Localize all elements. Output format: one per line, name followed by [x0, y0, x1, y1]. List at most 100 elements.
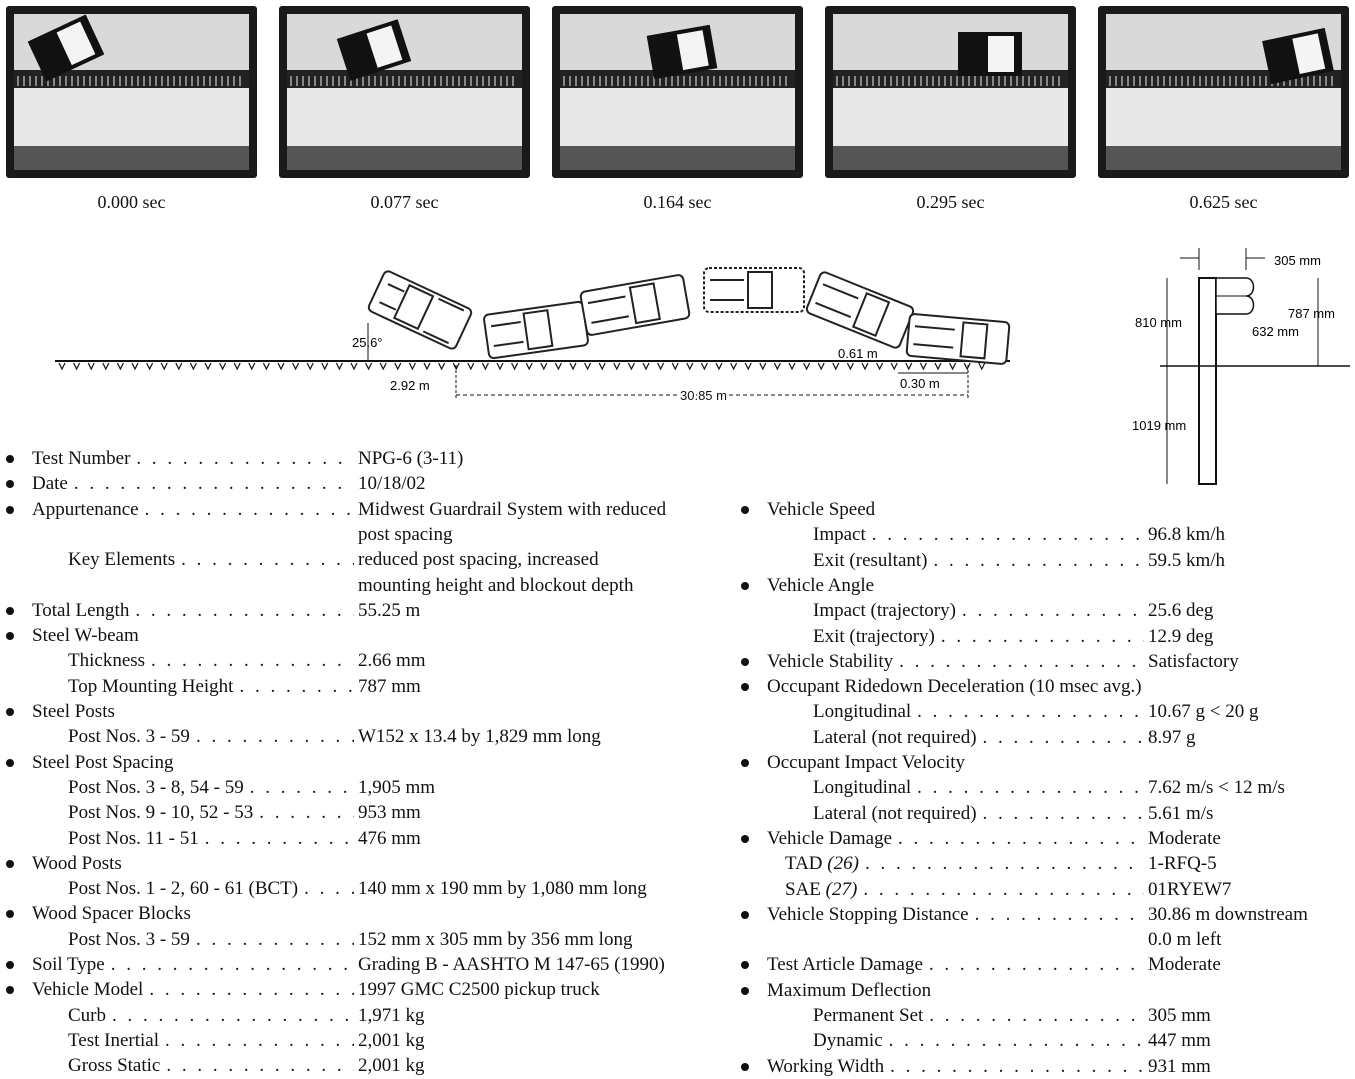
param-label: Steel Post Spacing	[32, 751, 174, 773]
result-value: Moderate	[1148, 827, 1221, 849]
result-value: 5.61 m/s	[1148, 802, 1214, 824]
result-value: 7.62 m/s < 12 m/s	[1148, 777, 1285, 799]
result-label: Longitudinal. . . . . . . . . . . . . . …	[813, 701, 1144, 723]
param-value: W152 x 13.4 by 1,829 mm long	[358, 726, 601, 748]
result-value: 1-RFQ-5	[1148, 853, 1217, 875]
result-label: TAD (26). . . . . . . . . . . . . . . . …	[785, 853, 1144, 875]
result-label: Exit (trajectory). . . . . . . . . . . .…	[813, 625, 1144, 647]
bullet	[6, 961, 14, 969]
embed-label: 1019 mm	[1132, 418, 1186, 433]
crash-frame-photo	[279, 6, 530, 178]
param-value: 55.25 m	[358, 599, 421, 621]
lateral-label: 0.61 m	[838, 346, 878, 361]
param-label: Post Nos. 11 - 51. . . . . . . . . . . .…	[68, 827, 354, 849]
param-label: Top Mounting Height. . . . . . . . . . .…	[68, 675, 354, 697]
param-value: mounting height and blockout depth	[358, 574, 634, 596]
result-label: Vehicle Angle	[767, 574, 875, 596]
bullet	[741, 683, 749, 692]
result-value: Moderate	[1148, 954, 1221, 976]
param-value: Grading B - AASHTO M 147-65 (1990)	[358, 954, 665, 975]
param-label: Appurtenance. . . . . . . . . . . . . . …	[32, 498, 354, 520]
param-label: Date. . . . . . . . . . . . . . . . . . …	[32, 473, 354, 495]
exit-offset-label: 0.30 m	[900, 376, 940, 391]
param-label: Test Number. . . . . . . . . . . . . . .…	[32, 448, 354, 469]
width-label: 305 mm	[1274, 253, 1321, 268]
param-value: NPG-6 (3-11)	[358, 448, 464, 469]
result-label: Longitudinal. . . . . . . . . . . . . . …	[813, 777, 1144, 799]
result-label: Exit (resultant). . . . . . . . . . . . …	[813, 549, 1144, 571]
frame-time-caption: 0.164 sec	[643, 192, 712, 212]
bullet	[6, 758, 14, 767]
impact-sequence-diagram: 25.6° 2.92 m 30.85 m 0.61 m 0.30 m	[55, 267, 1011, 405]
param-label: Wood Spacer Blocks	[32, 903, 191, 925]
bullet	[741, 657, 749, 666]
result-label: Test Article Damage. . . . . . . . . . .…	[767, 954, 1144, 976]
bullet	[6, 986, 14, 995]
param-label: Thickness. . . . . . . . . . . . . . . .…	[68, 650, 354, 672]
frame-time-caption: 0.000 sec	[97, 192, 166, 212]
result-value: 25.6 deg	[1148, 600, 1214, 622]
param-label: Test Inertial. . . . . . . . . . . . . .…	[68, 1029, 354, 1051]
crash-frame-photo	[552, 6, 803, 178]
result-value: 10.67 g < 20 g	[1148, 701, 1259, 723]
param-label: Post Nos. 3 - 59. . . . . . . . . . . . …	[68, 928, 354, 950]
impact-angle-label: 25.6°	[352, 335, 383, 350]
result-value: 447 mm	[1148, 1030, 1211, 1052]
param-label: Vehicle Model. . . . . . . . . . . . . .…	[32, 979, 354, 1001]
param-value: Midwest Guardrail System with reduced	[358, 498, 667, 520]
result-label: Impact. . . . . . . . . . . . . . . . . …	[813, 524, 1144, 546]
param-label: Post Nos. 9 - 10, 52 - 53. . . . . . . .…	[68, 802, 354, 824]
result-value: 01RYEW7	[1148, 878, 1232, 900]
param-value: 140 mm x 190 mm by 1,080 mm long	[358, 878, 647, 900]
result-value: 30.86 m downstream	[1148, 903, 1308, 925]
result-label: Vehicle Damage. . . . . . . . . . . . . …	[767, 827, 1144, 849]
param-value: 2,001 kg	[358, 1029, 425, 1051]
result-label: Working Width. . . . . . . . . . . . . .…	[767, 1055, 1144, 1077]
bullet	[6, 480, 14, 489]
bullet	[6, 859, 14, 868]
bullet	[6, 505, 14, 514]
crash-frame-photo	[1098, 6, 1349, 178]
param-value: 2,001 kg	[358, 1055, 425, 1077]
result-label: Occupant Impact Velocity	[767, 752, 966, 773]
result-value: 96.8 km/h	[1148, 524, 1226, 546]
param-label: Post Nos. 1 - 2, 60 - 61 (BCT). . . . . …	[68, 878, 354, 900]
bullet	[741, 581, 749, 590]
param-label: Post Nos. 3 - 59. . . . . . . . . . . . …	[68, 726, 354, 748]
result-label: Dynamic. . . . . . . . . . . . . . . . .…	[813, 1030, 1144, 1052]
bullet	[741, 961, 749, 970]
center-height-label: 632 mm	[1252, 324, 1299, 339]
mount-height-label: 787 mm	[1288, 306, 1335, 321]
param-value: post spacing	[358, 523, 453, 545]
bullet	[741, 986, 749, 995]
result-label: SAE (27). . . . . . . . . . . . . . . . …	[785, 878, 1144, 900]
param-label: Total Length. . . . . . . . . . . . . . …	[32, 599, 354, 621]
bullet	[741, 506, 749, 514]
result-label: Impact (trajectory). . . . . . . . . . .…	[813, 600, 1144, 622]
result-label: Lateral (not required). . . . . . . . . …	[813, 726, 1144, 748]
result-value: 0.0 m left	[1148, 929, 1222, 951]
param-label: Soil Type. . . . . . . . . . . . . . . .…	[32, 954, 354, 975]
param-value: 1997 GMC C2500 pickup truck	[358, 979, 600, 1001]
param-label: Key Elements. . . . . . . . . . . . . . …	[68, 549, 354, 571]
param-label: Steel Posts	[32, 701, 115, 722]
crash-frame-photo	[6, 6, 257, 178]
result-label: Vehicle Speed	[767, 499, 876, 520]
result-value: 8.97 g	[1148, 726, 1196, 748]
param-value: 152 mm x 305 mm by 356 mm long	[358, 928, 633, 950]
result-value: Satisfactory	[1148, 650, 1239, 672]
result-label: Vehicle Stability. . . . . . . . . . . .…	[767, 650, 1144, 672]
bullet	[6, 708, 14, 716]
result-value: 59.5 km/h	[1148, 549, 1226, 571]
param-label: Curb. . . . . . . . . . . . . . . . . . …	[68, 1004, 354, 1026]
param-value: 476 mm	[358, 827, 421, 849]
bullet	[741, 1062, 749, 1071]
length-label: 30.85 m	[680, 388, 727, 403]
barrier-cross-section: 305 mm 810 mm 787 mm 632 mm 1019 mm	[1132, 248, 1350, 485]
param-label: Steel W-beam	[32, 625, 139, 647]
param-value: 1,971 kg	[358, 1004, 425, 1026]
param-label: Gross Static. . . . . . . . . . . . . . …	[68, 1055, 354, 1077]
param-value: 2.66 mm	[358, 650, 426, 672]
param-value: 953 mm	[358, 802, 421, 824]
param-value: reduced post spacing, increased	[358, 549, 599, 571]
